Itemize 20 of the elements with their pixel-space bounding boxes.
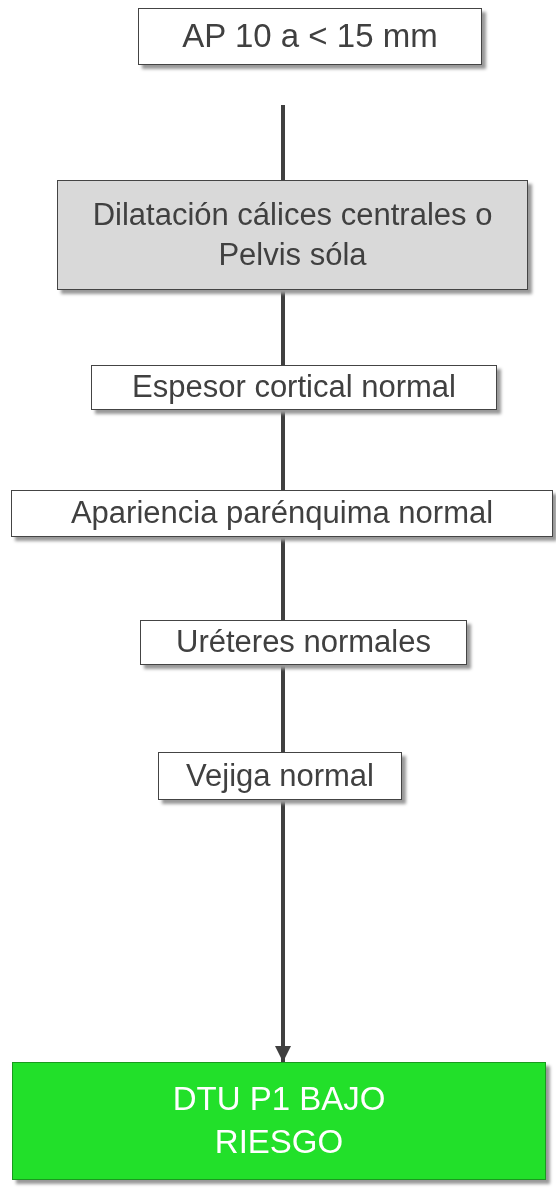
box-text: Uréteres normales [176,623,431,662]
measurement-box [138,8,482,65]
result-box [12,1062,546,1180]
box-text: Apariencia parénquima normal [70,494,494,533]
connector-line [281,665,285,752]
box-text: Vejiga normal [186,756,374,795]
criterion-box [11,490,553,537]
criterion-box [91,365,497,410]
box-text: Espesor cortical normal [132,368,456,407]
connector-line [281,410,285,490]
arrow [275,800,291,1062]
connector-line [281,105,285,180]
criterion-box [158,752,402,800]
box-text: Dilatación cálices centrales o Pelvis sóla [91,195,494,274]
box-text: AP 10 a < 15 mm [182,16,438,57]
connector-line [281,290,285,365]
connector-line [281,537,285,620]
criterion-box [57,180,528,290]
criterion-box [140,620,467,665]
box-text: DTU P1 BAJO RIESGO [171,1079,387,1162]
